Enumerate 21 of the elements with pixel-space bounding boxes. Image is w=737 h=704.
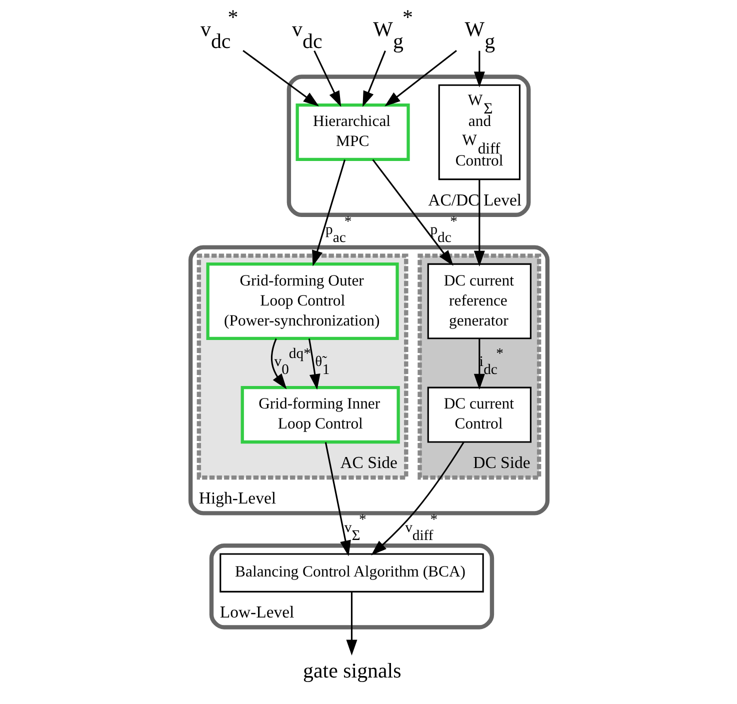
node-box: Grid-forming Inner Loop Control: [240, 386, 400, 444]
arrow: [270, 338, 286, 390]
node-box: Balancing Control Algorithm (BCA): [219, 553, 484, 592]
arrow: [324, 442, 350, 556]
node-text: gate signals: [302, 658, 401, 682]
arrow: [473, 50, 484, 88]
arrow: [308, 338, 320, 390]
arrow: [384, 50, 456, 106]
node-box: Grid-forming Outer Loop Control (Power-synchronization): [206, 262, 398, 340]
arrow: [370, 442, 464, 556]
arrow: [473, 179, 484, 266]
arrow: [312, 159, 346, 266]
node-box: Hierarchical MPC: [295, 103, 410, 161]
arrow: [313, 50, 341, 107]
node-box: DC current reference generator: [426, 263, 531, 340]
arrow: [346, 592, 357, 656]
node-box: DC current Control: [426, 386, 531, 443]
arrow: [372, 159, 453, 266]
arrow: [473, 338, 484, 390]
arrow: [362, 50, 386, 107]
arrow: [242, 50, 318, 106]
